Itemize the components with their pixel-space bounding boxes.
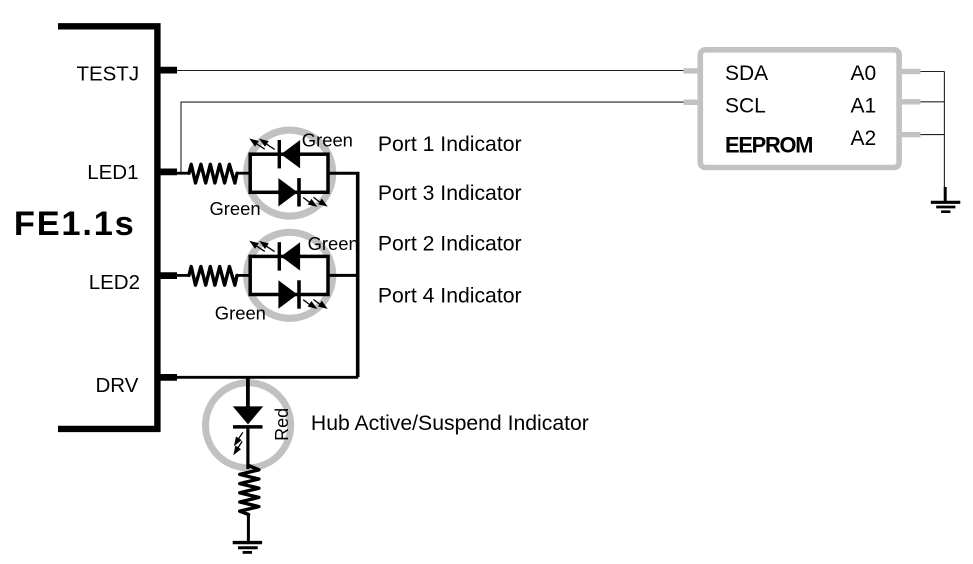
svg-text:Red: Red xyxy=(272,408,292,441)
svg-text:Green: Green xyxy=(308,233,359,254)
svg-text:Green: Green xyxy=(302,129,353,150)
svg-text:A1: A1 xyxy=(851,94,877,117)
svg-text:Green: Green xyxy=(215,302,266,323)
svg-text:Port 4 Indicator: Port 4 Indicator xyxy=(378,285,522,308)
svg-text:SCL: SCL xyxy=(725,95,766,118)
svg-text:TESTJ: TESTJ xyxy=(76,63,139,86)
svg-text:Green: Green xyxy=(210,198,261,219)
svg-text:A0: A0 xyxy=(851,62,877,85)
svg-text:Port 2 Indicator: Port 2 Indicator xyxy=(378,233,522,256)
svg-text:EEPROM: EEPROM xyxy=(725,132,812,157)
svg-text:SDA: SDA xyxy=(725,62,768,85)
svg-text:FE1.1s: FE1.1s xyxy=(14,205,136,243)
svg-text:Port 1 Indicator: Port 1 Indicator xyxy=(378,133,522,156)
svg-text:A2: A2 xyxy=(851,127,877,150)
svg-text:LED1: LED1 xyxy=(87,161,138,184)
svg-text:Port 3 Indicator: Port 3 Indicator xyxy=(378,182,522,205)
svg-text:Hub Active/Suspend Indicator: Hub Active/Suspend Indicator xyxy=(311,412,589,435)
svg-text:DRV: DRV xyxy=(95,374,138,397)
svg-text:LED2: LED2 xyxy=(89,271,140,294)
